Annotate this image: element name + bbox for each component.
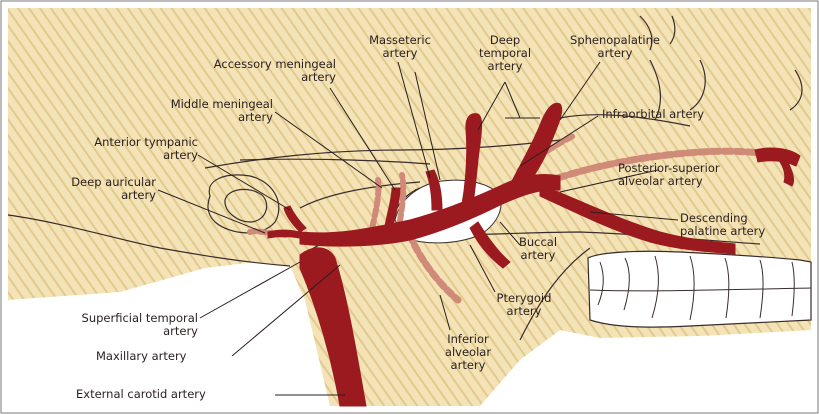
label-anterior-tympanic-artery: Anterior tympanic artery xyxy=(44,136,198,162)
label-deep-temporal-artery: Deep temporal artery xyxy=(470,34,540,73)
label-buccal-artery: Buccal artery xyxy=(508,236,568,262)
label-superficial-temporal-artery: Superficial temporal artery xyxy=(20,312,198,338)
label-accessory-meningeal-artery: Accessory meningeal artery xyxy=(150,58,336,84)
label-posterior-superior-alveolar-artery: Posterior-superior alveolar artery xyxy=(618,162,720,188)
label-maxillary-artery: Maxillary artery xyxy=(96,350,187,363)
label-deep-auricular-artery: Deep auricular artery xyxy=(18,176,156,202)
teeth xyxy=(588,251,811,327)
label-inferior-alveolar-artery: Inferior alveolar artery xyxy=(428,333,508,372)
label-middle-meningeal-artery: Middle meningeal artery xyxy=(110,98,273,124)
label-pterygoid-artery: Pterygoid artery xyxy=(484,292,564,318)
label-sphenopalatine-artery: Sphenopalatine artery xyxy=(560,34,670,60)
label-masseteric-artery: Masseteric artery xyxy=(355,34,445,60)
label-infraorbital-artery: Infraorbital artery xyxy=(602,108,704,121)
label-external-carotid-artery: External carotid artery xyxy=(76,388,206,401)
label-descending-palatine-artery: Descending palatine artery xyxy=(680,212,765,238)
